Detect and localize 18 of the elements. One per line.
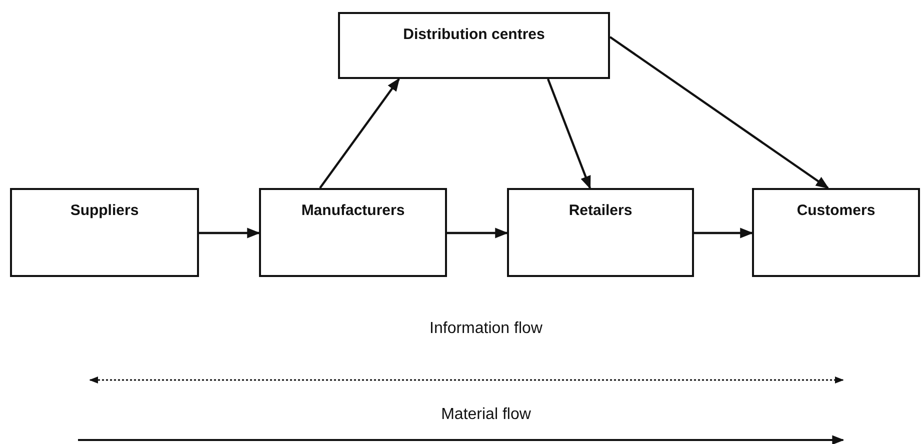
- arrow: [609, 36, 830, 189]
- box-label: Customers: [796, 202, 876, 219]
- box-label: Suppliers: [69, 202, 140, 219]
- process-box: [259, 188, 447, 277]
- process-box: [10, 188, 199, 277]
- box-label: Distribution centres: [402, 26, 546, 43]
- box-label: Manufacturers: [300, 202, 406, 219]
- flow-label: Material flow: [441, 406, 531, 424]
- process-box: [752, 188, 920, 277]
- process-box: [507, 188, 694, 277]
- arrow: [694, 228, 754, 238]
- flow-label: Information flow: [430, 320, 542, 338]
- arrow: [447, 228, 508, 238]
- arrow: [199, 228, 260, 238]
- arrow: [319, 78, 400, 189]
- process-box: [338, 12, 610, 79]
- box-label: Retailers: [568, 202, 634, 219]
- arrow: [546, 78, 592, 190]
